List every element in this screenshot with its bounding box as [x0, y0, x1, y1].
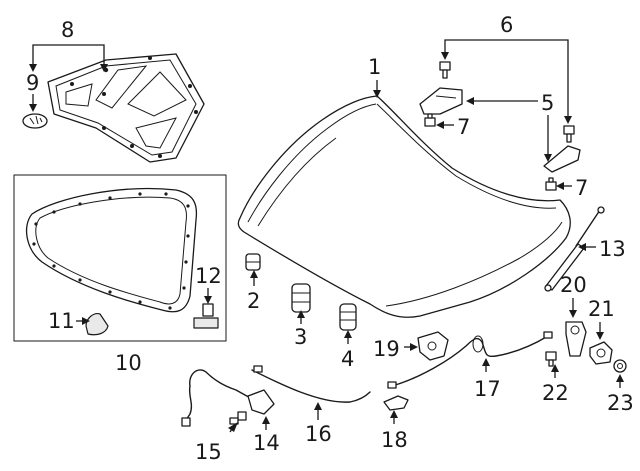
leader-13: [578, 243, 596, 251]
seal-clip-12[interactable]: [193, 303, 219, 329]
callout-23: 23: [607, 391, 634, 415]
release-harness[interactable]: [181, 369, 255, 427]
callout-11: 11: [48, 309, 75, 333]
insulator-clip-top[interactable]: [22, 113, 48, 129]
callout-6: 6: [500, 13, 513, 37]
hood-panel[interactable]: [237, 95, 571, 318]
leader-21: [596, 322, 604, 340]
callout-19: 19: [373, 337, 400, 361]
latch-striker-20[interactable]: [565, 321, 587, 357]
leader-4: [344, 330, 352, 344]
callout-9: 9: [26, 71, 39, 95]
leader-15: [228, 422, 238, 433]
leader-8: [29, 44, 108, 72]
leader-16: [314, 402, 322, 420]
callout-2: 2: [247, 289, 260, 313]
callout-14: 14: [253, 431, 280, 455]
release-cable-16[interactable]: [251, 365, 371, 403]
hood-hinge-left[interactable]: [419, 87, 463, 115]
callout-7a: 7: [457, 115, 470, 139]
hinge-bolt-7-lower[interactable]: [545, 177, 557, 191]
leader-18: [390, 410, 398, 424]
leader-3: [297, 310, 305, 324]
hood-bumper-2[interactable]: [245, 253, 261, 271]
hinge-bolt-6-left[interactable]: [439, 61, 451, 79]
callout-13: 13: [599, 237, 626, 261]
callout-4: 4: [341, 347, 354, 371]
leader-11: [76, 317, 90, 325]
callout-7b: 7: [575, 176, 588, 200]
handle-screw-15[interactable]: [229, 411, 247, 425]
callout-12: 12: [195, 264, 222, 288]
hinge-bolt-6-right[interactable]: [563, 125, 575, 143]
leader-2: [250, 270, 258, 286]
callout-21: 21: [588, 297, 615, 321]
hinge-bolt-7-upper[interactable]: [424, 113, 436, 127]
leader-5: [466, 97, 552, 162]
callout-18: 18: [381, 428, 408, 452]
leader-9: [29, 94, 37, 112]
leader-17: [482, 358, 490, 372]
callout-5: 5: [541, 91, 554, 115]
hood-bumper-3[interactable]: [291, 283, 311, 313]
leader-23: [616, 374, 624, 388]
leader-20: [569, 298, 577, 318]
leader-7a: [436, 121, 454, 129]
release-cable-17[interactable]: [387, 331, 553, 389]
callout-10: 10: [115, 351, 142, 375]
hood-seal-kit[interactable]: [25, 187, 198, 313]
leader-6: [441, 39, 572, 124]
kit-box-10: [13, 174, 227, 342]
release-handle-14[interactable]: [247, 389, 275, 415]
hood-insulator-top[interactable]: [47, 53, 205, 163]
callout-1: 1: [368, 55, 381, 79]
leader-12: [204, 288, 212, 304]
callout-8: 8: [61, 18, 74, 42]
bolt-22[interactable]: [545, 351, 557, 367]
leader-14: [262, 416, 270, 430]
hood-bumper-4[interactable]: [339, 303, 357, 331]
leader-22: [551, 364, 559, 378]
leader-19: [404, 343, 418, 351]
callout-3: 3: [294, 325, 307, 349]
leader-1: [373, 80, 381, 98]
callout-16: 16: [305, 422, 332, 446]
lock-cylinder-21[interactable]: [589, 341, 613, 365]
cable-clip-18[interactable]: [383, 395, 409, 411]
nut-23[interactable]: [613, 359, 627, 373]
hood-hinge-right[interactable]: [543, 145, 581, 173]
callout-17: 17: [474, 377, 501, 401]
hood-latch[interactable]: [417, 331, 449, 361]
callout-20: 20: [560, 273, 587, 297]
callout-22: 22: [542, 381, 569, 405]
leader-7b: [556, 182, 572, 190]
seal-clip-11[interactable]: [85, 313, 109, 336]
callout-15: 15: [195, 440, 222, 464]
